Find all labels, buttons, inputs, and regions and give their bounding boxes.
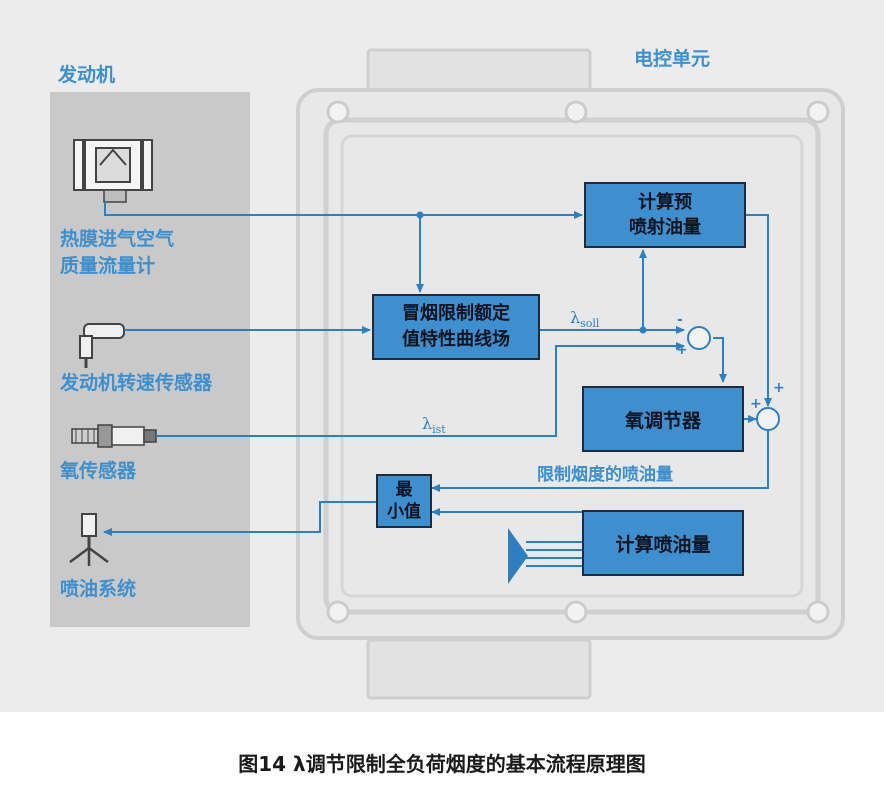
injection-system-label: 喷油系统 (60, 578, 137, 600)
sign-plus: + (773, 380, 785, 396)
line-precalc-to-sum2 (746, 214, 772, 407)
junction-dot (416, 211, 424, 219)
line-limit-to-min (431, 431, 769, 492)
air-mass-meter-label: 热膜进气空气 质量流量计 (60, 228, 175, 277)
ecu-housing (296, 48, 845, 700)
engine-speed-sensor-icon (79, 323, 125, 368)
summing-junction-1 (687, 326, 711, 350)
smoke-limit-map-block: 冒烟限制额定 值特性曲线场 (372, 294, 540, 360)
summing-junction-2 (756, 407, 780, 431)
oxygen-controller-block: 氧调节器 (582, 386, 744, 452)
engine-speed-sensor-label: 发动机转速传感器 (60, 372, 213, 394)
limited-injection-label: 限制烟度的喷油量 (537, 465, 673, 485)
input-bus-icon (508, 528, 582, 584)
junction-dot (639, 326, 647, 334)
lambda-ist-label: λist (422, 414, 446, 437)
minimum-value-block: 最 小值 (376, 474, 432, 528)
ecu-title: 电控单元 (634, 48, 711, 70)
oxygen-sensor-label: 氧传感器 (60, 460, 137, 482)
line-sum-to-controller (713, 337, 727, 383)
air-mass-meter-icon (73, 139, 153, 203)
injection-calc-block: 计算喷油量 (582, 510, 744, 576)
sign-plus: + (750, 396, 762, 412)
figure-caption: 图14 λ调节限制全负荷烟度的基本流程原理图 (238, 752, 646, 776)
pre-injection-calc-block: 计算预 喷射油量 (584, 182, 746, 248)
injector-icon (69, 513, 109, 566)
line-lambda-ist (156, 342, 685, 437)
sign-plus: + (676, 342, 688, 358)
engine-title: 发动机 (58, 64, 116, 86)
line-min-to-injection (103, 501, 376, 536)
sign-minus: - (677, 312, 683, 328)
lambda-soll-label: λsoll (570, 308, 600, 331)
oxygen-sensor-icon (71, 424, 157, 448)
